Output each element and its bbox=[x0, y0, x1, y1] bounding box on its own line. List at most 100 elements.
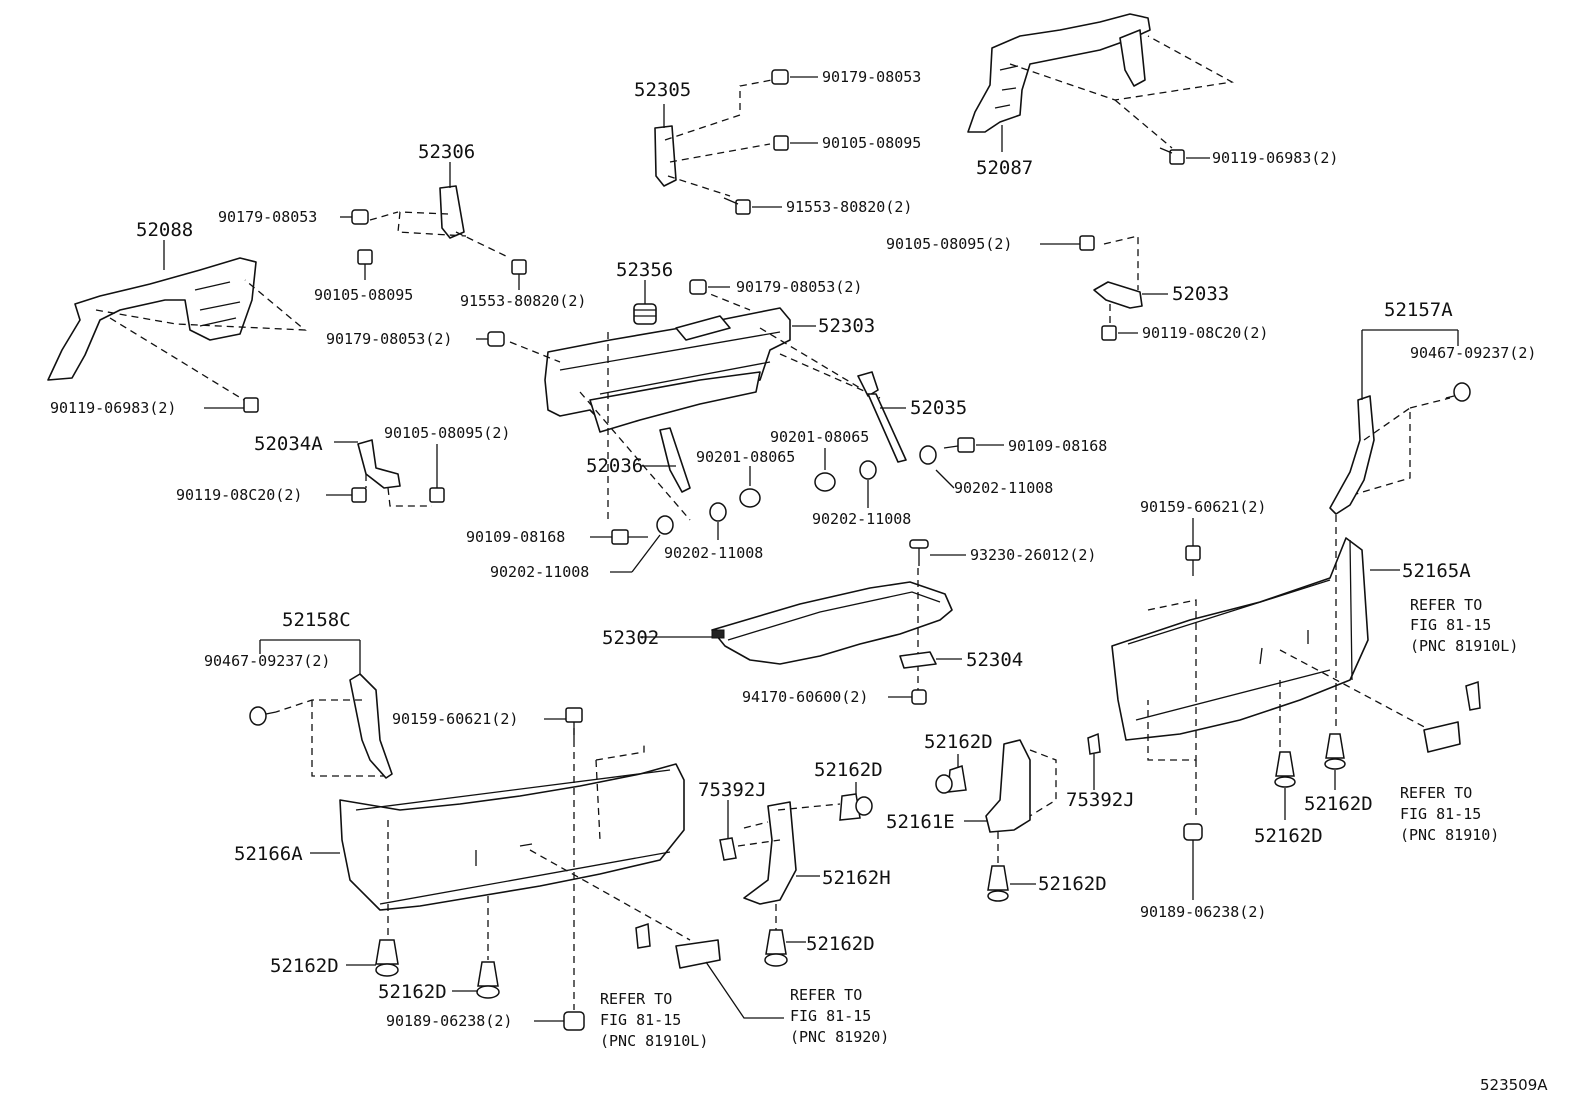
clip-52162D-d bbox=[935, 754, 967, 794]
label-52161E: 52161E bbox=[886, 811, 955, 833]
nut-90179-08053-c bbox=[476, 331, 505, 347]
label-52088: 52088 bbox=[136, 219, 193, 241]
label-90105-08095-c: 90105-08095(2) bbox=[886, 235, 1012, 253]
label-52304: 52304 bbox=[966, 649, 1023, 671]
bolt-90119-06983-a bbox=[204, 397, 259, 413]
clip-52162D-f bbox=[1274, 751, 1296, 820]
label-52158C: 52158C bbox=[282, 609, 351, 631]
nut-90201-08065-b bbox=[739, 466, 761, 508]
bolt-91553-80820-a bbox=[511, 259, 527, 290]
label-90105-08095-a: 90105-08095 bbox=[314, 286, 413, 304]
label-52165A: 52165A bbox=[1402, 560, 1471, 582]
label-90119-08C20-b: 90119-08C20(2) bbox=[176, 486, 302, 504]
label-52166A: 52166A bbox=[234, 843, 303, 865]
label-90201-08065-b: 90201-08065 bbox=[696, 448, 795, 466]
nut-90189-06238-b bbox=[1183, 823, 1203, 900]
nut-90179-08053-b bbox=[771, 69, 818, 85]
label-52162D-e: 52162D bbox=[1038, 873, 1107, 895]
bolt-90109-08168-a bbox=[943, 437, 1004, 453]
clip-52162D-e bbox=[987, 865, 1036, 902]
label-52162D-a: 52162D bbox=[270, 955, 339, 977]
nut-90179-08053-a bbox=[340, 209, 369, 225]
washer-90202-11008-d bbox=[610, 515, 674, 573]
label-90202-11008-a: 90202-11008 bbox=[812, 510, 911, 528]
label-90179-08053-d: 90179-08053(2) bbox=[736, 278, 862, 296]
diagram-id: 523509A bbox=[1480, 1076, 1548, 1094]
clip-left-small bbox=[635, 922, 651, 949]
bolt-90105-08095-b bbox=[773, 135, 818, 151]
reference-note-2: REFER TO FIG 81-15 (PNC 81910) bbox=[1400, 784, 1499, 844]
ref4-line1: REFER TO bbox=[600, 990, 672, 1008]
label-90109-08168-a: 90109-08168 bbox=[1008, 437, 1107, 455]
bolt-91553-80820-b bbox=[723, 197, 782, 215]
clip-52162D-c bbox=[839, 782, 873, 821]
washer-90202-11008-b bbox=[919, 445, 955, 489]
part-52161E-mudguard bbox=[964, 739, 1057, 866]
part-52306-bracket bbox=[369, 162, 511, 259]
bolt-90105-08095-a bbox=[357, 249, 373, 280]
part-52088-bracket bbox=[47, 240, 307, 401]
ref4-line3: (PNC 81910L) bbox=[600, 1032, 708, 1050]
clip-52162D-b bbox=[452, 961, 500, 999]
label-90105-08095-d: 90105-08095(2) bbox=[384, 424, 510, 442]
bolt-90159-60621-b bbox=[1185, 518, 1201, 576]
ref3-line1: REFER TO bbox=[790, 986, 862, 1004]
label-52157A: 52157A bbox=[1384, 299, 1453, 321]
label-90202-11008-d: 90202-11008 bbox=[490, 563, 589, 581]
label-90119-08C20-a: 90119-08C20(2) bbox=[1142, 324, 1268, 342]
bolt-90119-08C20-b bbox=[326, 487, 367, 503]
bolt-90159-60621-a bbox=[544, 707, 583, 740]
label-52162D-b: 52162D bbox=[378, 981, 447, 1003]
part-52356-bumper bbox=[633, 280, 657, 325]
reflector-left bbox=[675, 939, 784, 1019]
part-52087-bracket bbox=[967, 13, 1234, 152]
label-90119-06983-b: 90119-06983(2) bbox=[1212, 149, 1338, 167]
label-90109-08168-b: 90109-08168 bbox=[466, 528, 565, 546]
label-52162D-d: 52162D bbox=[924, 731, 993, 753]
label-52305: 52305 bbox=[634, 79, 691, 101]
label-90119-06983-a: 90119-06983(2) bbox=[50, 399, 176, 417]
label-52306: 52306 bbox=[418, 141, 475, 163]
screw-93230-26012 bbox=[909, 539, 966, 566]
label-52036: 52036 bbox=[586, 455, 643, 477]
label-52087: 52087 bbox=[976, 157, 1033, 179]
washer-90202-11008-a bbox=[859, 460, 877, 508]
label-52303: 52303 bbox=[818, 315, 875, 337]
part-52162H-mudguard bbox=[737, 801, 841, 930]
label-52162D-g: 52162D bbox=[1304, 793, 1373, 815]
part-52166A-cover bbox=[310, 700, 691, 1010]
label-75392J-a: 75392J bbox=[698, 779, 767, 801]
bolt-90105-08095-c bbox=[1040, 235, 1095, 251]
label-52034A: 52034A bbox=[254, 433, 323, 455]
part-52035-stay bbox=[857, 371, 907, 463]
ref1-line2: FIG 81-15 bbox=[1410, 616, 1491, 634]
clip-52162D-a bbox=[346, 939, 399, 977]
label-90467-09237-b: 90467-09237(2) bbox=[204, 652, 330, 670]
ref3-line3: (PNC 81920) bbox=[790, 1028, 889, 1046]
part-52305-bracket bbox=[654, 79, 773, 197]
nut-90189-06238-a bbox=[534, 1011, 585, 1031]
label-52162D-f: 52162D bbox=[1254, 825, 1323, 847]
reference-note-1: REFER TO FIG 81-15 (PNC 81910L) bbox=[1410, 596, 1518, 655]
bolt-90105-08095-d bbox=[429, 444, 445, 503]
part-52303-frame bbox=[509, 289, 881, 521]
part-52302-step-pad bbox=[640, 568, 953, 690]
label-52162D-h: 52162D bbox=[806, 933, 875, 955]
label-90159-60621-b: 90159-60621(2) bbox=[1140, 498, 1266, 516]
part-52165A-cover bbox=[1111, 515, 1431, 820]
label-93230-26012: 93230-26012(2) bbox=[970, 546, 1096, 564]
nut-90201-08065-a bbox=[814, 448, 836, 492]
part-52036-stay bbox=[640, 427, 691, 493]
bolt-90119-06983-b bbox=[1159, 147, 1210, 165]
clip-52162D-h bbox=[764, 929, 806, 967]
label-90202-11008-b: 90202-11008 bbox=[954, 479, 1053, 497]
part-52033-plate bbox=[1093, 235, 1168, 326]
label-52356: 52356 bbox=[616, 259, 673, 281]
ref2-line3: (PNC 81910) bbox=[1400, 826, 1499, 844]
bolt-90109-08168-b bbox=[590, 529, 648, 545]
bolt-90467-09237-b bbox=[249, 706, 277, 726]
label-52302: 52302 bbox=[602, 627, 659, 649]
label-90189-06238-a: 90189-06238(2) bbox=[386, 1012, 512, 1030]
label-91553-80820-b: 91553-80820(2) bbox=[786, 198, 912, 216]
